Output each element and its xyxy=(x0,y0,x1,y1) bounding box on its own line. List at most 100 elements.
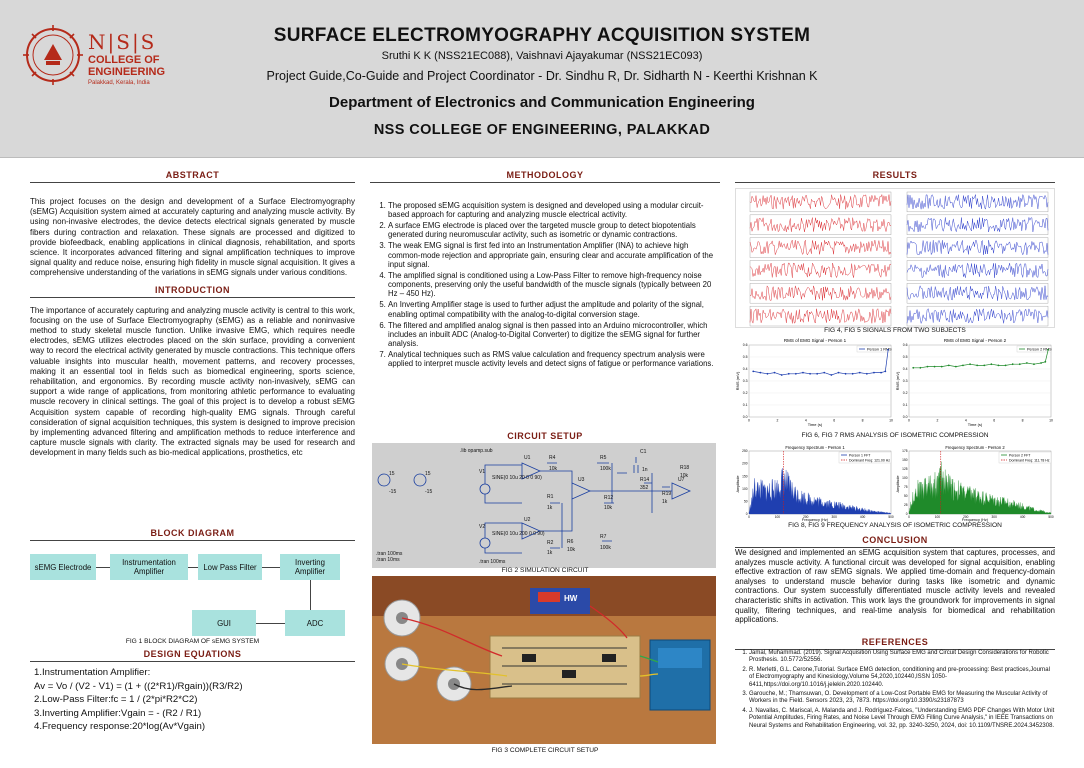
design-equations: 1.Instrumentation Amplifier: Av = Vo / (… xyxy=(30,666,355,734)
block-diagram-caption: FIG 1 BLOCK DIAGRAM OF sEMG SYSTEM xyxy=(125,638,260,645)
rms-data-point xyxy=(873,371,875,374)
rms-ytick-label: 0.6 xyxy=(743,343,748,347)
left-column: ABSTRACT This project focuses on the des… xyxy=(30,170,355,760)
rms-data-point xyxy=(1018,363,1021,366)
fft-ytick-label: 50 xyxy=(904,494,908,498)
fft-ytick-label: 125 xyxy=(902,467,908,471)
rms-data-point xyxy=(919,366,922,369)
signal-panel-frame xyxy=(906,260,1049,281)
reference-item: R. Merletti, G.L. Cerone,Tutorial. Surfa… xyxy=(749,667,1055,689)
fft-spectrum-area xyxy=(748,468,892,515)
rms-data-point xyxy=(976,364,979,367)
fft-ytick-label: 75 xyxy=(904,485,908,489)
block-diagram: sEMG Electrode Instrumentation Amplifier… xyxy=(30,548,355,638)
sim-label: U3 xyxy=(578,477,585,483)
sim-lib-label: .lib opamp.sub xyxy=(460,448,493,454)
rms1-xlabel: Time (s) xyxy=(808,422,823,427)
fft-ytick-label: 25 xyxy=(904,503,908,507)
rms-charts: RMS of EMG Signal - Person 1 RMS of EMG … xyxy=(735,338,1053,427)
fft-ytick-label: 100 xyxy=(742,487,748,491)
sim-label: R19 xyxy=(662,491,671,497)
signal-panel-frame xyxy=(749,283,892,304)
methodology-item: The proposed sEMG acquisition system is … xyxy=(388,201,720,220)
signal-trace xyxy=(906,262,1049,279)
arrow-4 xyxy=(310,580,311,610)
introduction-text: The importance of accurately capturing a… xyxy=(30,305,355,458)
rms-data-point xyxy=(912,366,915,369)
rms-ytick-label: 0.5 xyxy=(743,355,748,359)
fft1-ylabel: Amplitude xyxy=(736,476,740,493)
fft-xtick-label: 400 xyxy=(1020,515,1026,519)
methodology-item: Analytical techniques such as RMS value … xyxy=(388,350,720,369)
rms-ytick-label: 0.5 xyxy=(903,355,908,359)
signal-trace xyxy=(749,239,892,256)
equation-line: 4.Frequency response:20*log(Av*Vgain) xyxy=(34,721,206,733)
signal-trace xyxy=(906,239,1049,256)
circuit-photo: HW xyxy=(372,576,716,744)
photo-caption: FIG 3 COMPLETE CIRCUIT SETUP xyxy=(491,747,599,754)
sim-label: R5 xyxy=(600,455,607,461)
fft-ytick-label: 0 xyxy=(906,512,908,516)
signal-trace xyxy=(906,193,1049,210)
rms-data-point xyxy=(997,364,1000,367)
simulation-schematic: .lib opamp.sub 15 15 -15 -15 V1 SINE(0 1… xyxy=(376,448,691,565)
rms1-title: RMS of EMG Signal - Person 1 xyxy=(784,338,847,343)
rms-data-point xyxy=(1044,360,1047,363)
arrow-5 xyxy=(256,623,285,624)
rms2-legend: Person 2 RMS xyxy=(1027,348,1052,352)
signal-panel-frame xyxy=(906,191,1049,213)
signals-plot xyxy=(749,191,1049,327)
fft2-legend-box xyxy=(998,451,1052,464)
sim-label: 352 xyxy=(640,485,649,491)
sim-label: U1 xyxy=(524,455,531,461)
rms1-legend-box xyxy=(856,345,892,353)
rms-ytick-label: 0.4 xyxy=(743,367,748,371)
rms-xtick-label: 2 xyxy=(936,419,938,423)
rms-xtick-label: 0 xyxy=(908,419,910,423)
introduction-heading: INTRODUCTION xyxy=(30,285,355,298)
rms-xtick-label: 10 xyxy=(1049,419,1053,423)
sim-label: 10k xyxy=(680,473,689,479)
rms-data-point xyxy=(759,371,762,374)
rms-data-point xyxy=(1033,363,1035,366)
poster-header: N|S|S COLLEGE OF ENGINEERING Palakkad, K… xyxy=(0,0,1084,158)
fft-xtick-label: 300 xyxy=(832,515,838,519)
logo-college-line1: COLLEGE OF xyxy=(88,54,160,66)
sim-label: C1 xyxy=(640,449,647,455)
signal-trace xyxy=(749,217,892,233)
signal-trace xyxy=(906,308,1049,325)
rms-data-point xyxy=(1047,348,1050,351)
sim-label: 10k xyxy=(567,547,576,553)
sim-label: 100k xyxy=(600,545,611,551)
signal-panel-frame xyxy=(749,214,892,235)
sim-label: -15 xyxy=(389,489,396,495)
equation-line: 3.Inverting Amplifier:Vgain = - (R2 / R1… xyxy=(34,707,202,719)
equation-line: Av = Vo / (V2 - V1) = (1 + ((2*R1)/Rgain… xyxy=(34,680,243,692)
fft-xtick-label: 300 xyxy=(992,515,998,519)
sim-label: V1 xyxy=(479,469,485,475)
sim-label: R2 xyxy=(547,540,554,546)
rms-xtick-label: 8 xyxy=(1022,419,1024,423)
sim-v2-source: SINE(0 10u 200 0 0 90) xyxy=(492,531,545,537)
rms-xtick-label: 8 xyxy=(862,419,864,423)
block-electrode: sEMG Electrode xyxy=(30,554,96,580)
arrow-3 xyxy=(262,567,280,568)
right-column: RESULTS FIG 4, FIG 5 SIGNALS FROM TWO SU… xyxy=(735,170,1055,760)
sim-label: 15 xyxy=(425,471,431,477)
rms-data-point xyxy=(1025,362,1028,364)
rms-ytick-label: 0.0 xyxy=(903,415,908,419)
fft-ytick-label: 50 xyxy=(744,500,748,504)
sim-label: R7 xyxy=(600,534,607,540)
rms-ytick-label: 0.2 xyxy=(903,391,908,395)
rms-data-point xyxy=(787,372,790,375)
rms-xtick-label: 4 xyxy=(805,419,807,423)
rms-data-point xyxy=(773,371,776,374)
rms-data-point xyxy=(962,364,964,367)
fft-xtick-label: 100 xyxy=(935,515,941,519)
rms-xtick-label: 10 xyxy=(889,419,893,423)
rms-ytick-label: 0.1 xyxy=(903,403,908,407)
rms-data-point xyxy=(954,365,957,368)
fft1-legend-box xyxy=(838,451,892,464)
signal-panel-frame xyxy=(906,283,1049,304)
fft-xtick-label: 500 xyxy=(888,515,894,519)
